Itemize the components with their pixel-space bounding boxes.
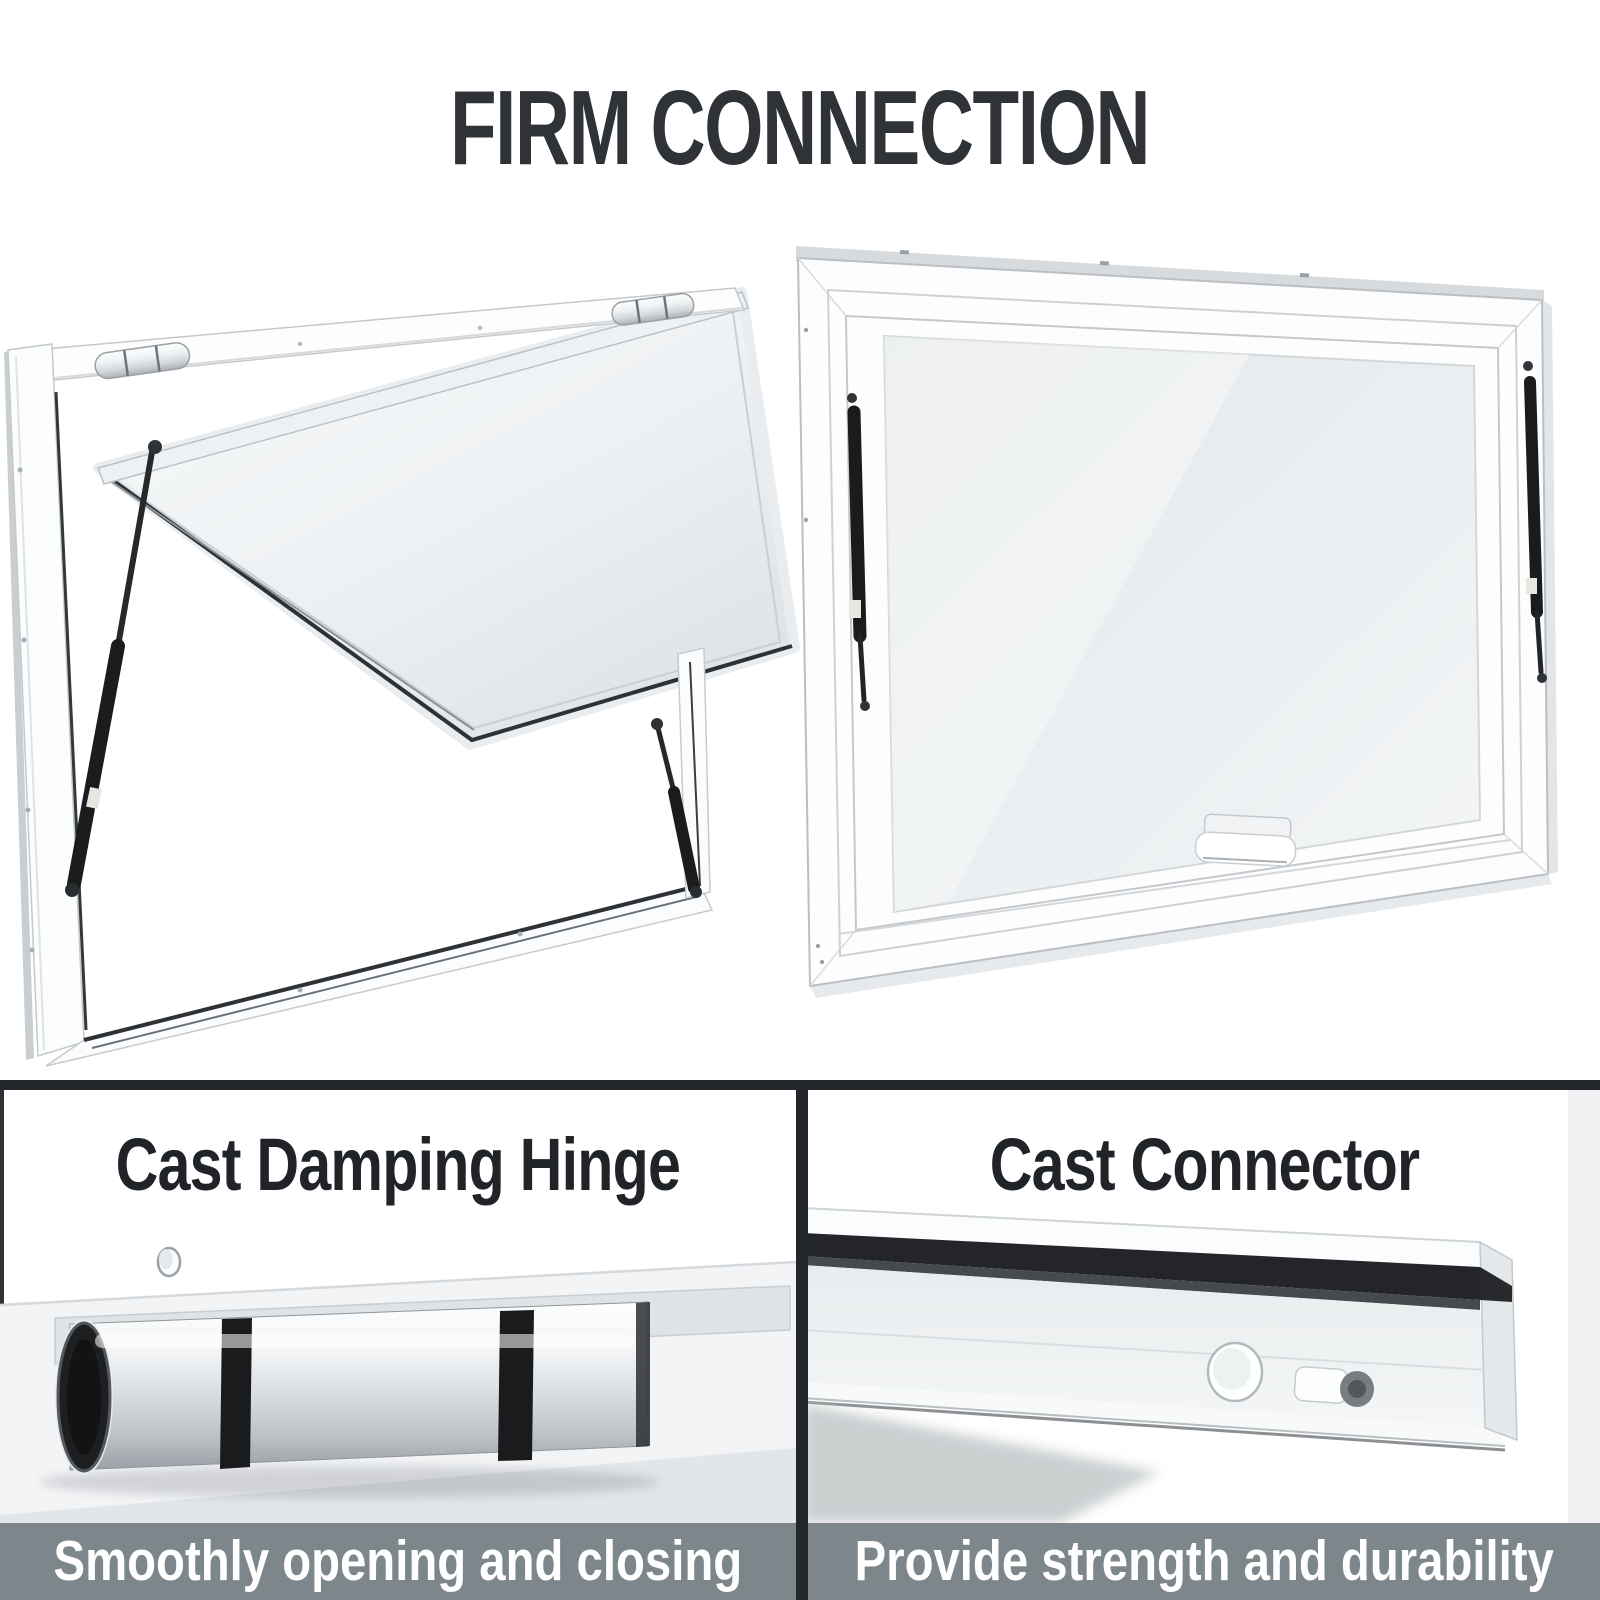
- feature-section: Cast Damping Hinge Smoothly opening and …: [0, 1080, 1600, 1600]
- open-window-lid: [93, 287, 800, 750]
- frame-left-edge: [4, 351, 34, 1060]
- lid-hinge-right-icon: [611, 292, 695, 326]
- gas-strut-inner-left: [847, 393, 870, 711]
- feature-caption-cast-connector: Provide strength and durability: [808, 1523, 1600, 1600]
- hero-svg: [4, 246, 1558, 1067]
- damping-hinge-barrel: [55, 1301, 650, 1475]
- panel-divider: [796, 1090, 808, 1600]
- frosted-glass: [882, 334, 1482, 914]
- damping-hinge-photo: [0, 1090, 796, 1523]
- lid-hinge-left-icon: [94, 342, 191, 380]
- feature-title-cast-connector: Cast Connector: [989, 1123, 1419, 1206]
- title-block: FIRM CONNECTION: [0, 70, 1600, 187]
- feature-title-damping-hinge: Cast Damping Hinge: [115, 1123, 681, 1206]
- feature-caption-damping-hinge: Smoothly opening and closing: [0, 1523, 796, 1600]
- feature-panel-damping-hinge: Cast Damping Hinge Smoothly opening and …: [0, 1090, 796, 1600]
- feature-panel-cast-connector: Cast Connector Provide strength and dura…: [808, 1090, 1600, 1600]
- gas-strut-middle: [651, 718, 702, 898]
- cast-connector-photo: [808, 1090, 1600, 1523]
- closed-window-illustration: [796, 246, 1558, 998]
- rubber-seal-strip: [808, 1233, 1480, 1300]
- page-title: FIRM CONNECTION: [450, 69, 1151, 187]
- window-handle: [1194, 813, 1297, 867]
- gas-strut-inner-right: [1523, 361, 1547, 683]
- hero-images: [0, 230, 1600, 1080]
- connector-hole: [1206, 1341, 1264, 1403]
- screw-hole: [156, 1246, 182, 1278]
- frame-bottom-member: [45, 883, 714, 1067]
- open-window-illustration: [4, 287, 800, 1067]
- gas-strut-left: [65, 440, 162, 897]
- connector-bolt: [1293, 1366, 1374, 1407]
